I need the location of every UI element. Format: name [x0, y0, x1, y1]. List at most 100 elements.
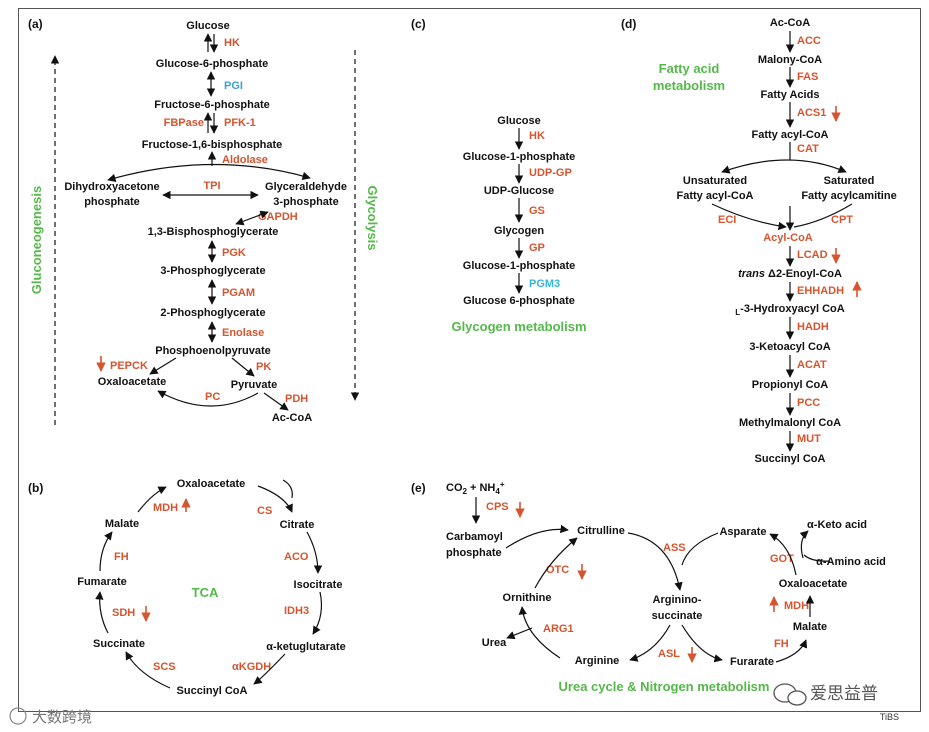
watermark-left: 大数跨境: [9, 707, 92, 726]
glycogen-metabolism-title: Glycogen metabolism: [451, 319, 586, 334]
urea-cycle-title: Urea cycle & Nitrogen metabolism: [559, 679, 770, 694]
enzyme-pcc: PCC: [797, 397, 820, 409]
enzyme-gapdh: GAPDH: [258, 211, 298, 223]
enzyme-pk: PK: [256, 361, 271, 373]
enzyme-pfk1: PFK-1: [224, 117, 256, 129]
pyruvate: Pyruvate: [231, 379, 277, 391]
enzyme-fh-e: FH: [774, 638, 789, 650]
panel-d: (d) Fatty acid metabolism Ac-CoA Malony-…: [621, 17, 897, 465]
panel-e-label: (e): [411, 481, 426, 495]
enzyme-acs1: ACS1: [797, 107, 826, 119]
glyceraldehyde: Glyceraldehyde: [265, 181, 347, 193]
panel-e: (e) CO2 + NH4+ Carbamoyl phosphate Citru…: [411, 480, 886, 694]
enzyme-cs: CS: [257, 505, 272, 517]
co2-nh4: CO2 + NH4+: [446, 480, 505, 496]
enzyme-cat: CAT: [797, 143, 819, 155]
trans-2-enoyl-coa: trans Δ2-Enoyl-CoA: [738, 268, 842, 280]
enzyme-cpt: CPT: [831, 214, 853, 226]
enzyme-ehhadh: EHHADH: [797, 285, 844, 297]
footer-tibs: TiBS: [880, 712, 899, 722]
ornithine: Ornithine: [503, 592, 552, 604]
enzyme-hk-a: HK: [224, 37, 240, 49]
carbamoyl: Carbamoyl: [446, 531, 503, 543]
acyl-coa: Acyl-CoA: [763, 232, 813, 244]
alpha-amino-acid: α-Amino acid: [816, 556, 886, 568]
citrulline: Citrulline: [577, 525, 625, 537]
dihydroxyacetone-phosphate: phosphate: [84, 196, 140, 208]
enzyme-pdh: PDH: [285, 393, 308, 405]
enzyme-arg1: ARG1: [543, 623, 574, 635]
methylmalonyl-coa: Methylmalonyl CoA: [739, 417, 841, 429]
enzyme-pgam: PGAM: [222, 287, 255, 299]
saturated-fatty-acylcamitine: Fatty acylcamitine: [801, 190, 896, 202]
enzyme-eci: ECI: [718, 214, 736, 226]
enzyme-mdh-e: MDH: [784, 600, 809, 612]
enzyme-acc: ACC: [797, 35, 821, 47]
watermark-right: 爱思益普: [773, 683, 878, 706]
enzyme-pc: PC: [205, 391, 220, 403]
enzyme-enolase: Enolase: [222, 327, 264, 339]
carbamoyl-phosphate: phosphate: [446, 547, 502, 559]
figure-frame: [18, 8, 921, 712]
fatty-acid-title-1: Fatty acid: [659, 61, 720, 76]
phosphoenolpyruvate: Phosphoenolpyruvate: [155, 345, 271, 357]
panel-a: (a) Glucose Glucose-6-phosphate Fructose…: [28, 17, 380, 425]
enzyme-got: GOT: [770, 553, 794, 565]
fatty-acid-arrows: [711, 31, 853, 452]
enzyme-akgdh: αKGDH: [232, 661, 271, 673]
enzyme-mut: MUT: [797, 433, 821, 445]
propionyl-coa: Propionyl CoA: [752, 379, 828, 391]
enzyme-aldolase: Aldolase: [222, 154, 268, 166]
enzyme-fbpase: FBPase: [164, 117, 204, 129]
enzyme-hadh: HADH: [797, 321, 829, 333]
glycolysis-step-arrows: [107, 33, 311, 411]
panel-b-label: (b): [28, 481, 43, 495]
2-phosphoglycerate: 2-Phosphoglycerate: [160, 307, 265, 319]
panel-b: (b) TCA Oxaloacetate Citrate Isocitrate …: [28, 478, 346, 697]
furarate: Furarate: [730, 656, 774, 668]
fructose-6-phosphate: Fructose-6-phosphate: [154, 99, 270, 111]
fumarate: Fumarate: [77, 576, 127, 588]
ac-coa-a: Ac-CoA: [272, 412, 312, 424]
malony-coa: Malony-CoA: [758, 54, 822, 66]
isocitrate: Isocitrate: [294, 579, 343, 591]
fructose-1-6-bisphosphate: Fructose-1,6-bisphosphate: [142, 139, 283, 151]
glucose-1-phosphate-c2: Glucose-1-phosphate: [463, 260, 575, 272]
enzyme-sdh: SDH: [112, 607, 135, 619]
arginino: Arginino-: [653, 594, 702, 606]
urea-cycle-arrows: [471, 497, 831, 663]
enzyme-fas: FAS: [797, 71, 818, 83]
glucose-6-phosphate: Glucose-6-phosphate: [156, 58, 268, 70]
enzyme-pgi: PGI: [224, 80, 243, 92]
glycolysis-label: Glycolysis: [365, 185, 380, 250]
glucose-6-phosphate-c: Glucose 6-phosphate: [463, 295, 575, 307]
fatty-acids: Fatty Acids: [761, 89, 820, 101]
glyceraldehyde-3-phosphate: 3-phosphate: [273, 196, 338, 208]
glucose: Glucose: [186, 20, 229, 32]
watermark-logo-icon: [9, 707, 27, 725]
alpha-keto-acid: α-Keto acid: [807, 519, 867, 531]
glycogen: Glycogen: [494, 225, 544, 237]
enzyme-gp: GP: [529, 242, 545, 254]
dihydroxyacetone: Dihydroxyacetone: [64, 181, 159, 193]
argininosuccinate: succinate: [652, 610, 703, 622]
citrate: Citrate: [280, 519, 315, 531]
enzyme-otc: OTC: [546, 564, 569, 576]
enzyme-hk-c: HK: [529, 130, 545, 142]
panel-d-label: (d): [621, 17, 636, 31]
enzyme-mdh-b: MDH: [153, 502, 178, 514]
oxaloacetate-b: Oxaloacetate: [177, 478, 245, 490]
alpha-ketoglutarate: α-ketuglutarate: [266, 641, 346, 653]
enzyme-lcad: LCAD: [797, 249, 828, 261]
1-3-bisphosphoglycerate: 1,3-Bisphosphoglycerate: [148, 226, 279, 238]
arginine: Arginine: [575, 655, 620, 667]
enzyme-fh-b: FH: [114, 551, 129, 563]
udp-glucose: UDP-Glucose: [484, 185, 554, 197]
enzyme-idh3: IDH3: [284, 605, 309, 617]
enzyme-pgk: PGK: [222, 247, 246, 259]
enzyme-pepck: PEPCK: [110, 360, 148, 372]
enzyme-acat: ACAT: [797, 359, 827, 371]
fatty-acid-title-2: metabolism: [653, 78, 725, 93]
panel-a-label: (a): [28, 17, 43, 31]
